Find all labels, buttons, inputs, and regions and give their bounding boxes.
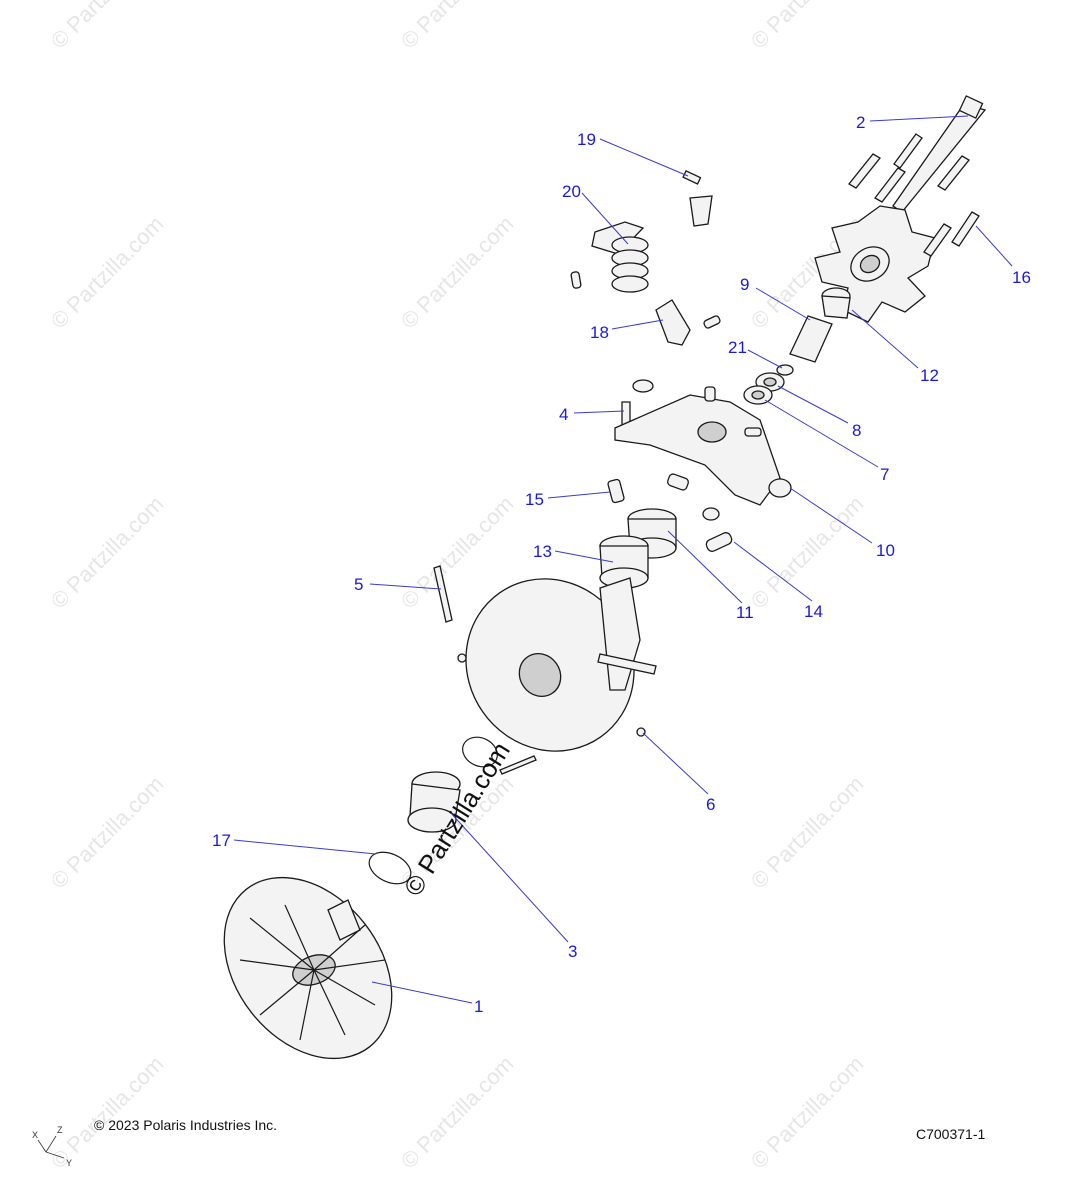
callout-3: 3 [568,942,577,961]
background-watermark: © Partzilla.com [46,491,169,614]
callout-5: 5 [354,575,363,594]
part-17-o-ring [368,851,412,885]
background-watermark: © Partzilla.com [396,0,519,54]
axis-triad: X Z Y [32,1125,72,1168]
background-watermark: © Partzilla.com [46,1051,169,1174]
callout-11: 11 [736,603,754,622]
watermark-layer: © Partzilla.com © Partzilla.com © Partzill… [46,0,869,1174]
callout-20: 20 [562,182,581,201]
part-12-bushing [821,287,851,319]
background-watermark: © Partzilla.com [46,0,169,54]
part-5-pin [433,565,453,623]
part-21-8-7-washers [743,364,794,405]
part-15-14 [607,473,733,552]
part-9-shaft [789,315,833,363]
background-watermark: © Partzilla.com [746,491,869,614]
axis-z-label: Z [57,1125,63,1135]
background-watermark: © Partzilla.com [396,211,519,334]
callout-16: 16 [1012,268,1031,287]
callout-17: 17 [212,831,231,850]
callout-18: 18 [590,323,609,342]
part-1-fixed-sheave [223,876,393,1060]
part-3-bushing [407,771,461,833]
part-6-sheave [457,577,657,752]
callout-7: 7 [880,465,889,484]
part-12-spider [814,205,936,323]
background-watermark: © Partzilla.com [46,771,169,894]
part-drawings [223,95,987,1060]
background-watermark: © Partzilla.com [46,211,169,334]
callout-14: 14 [804,602,823,621]
callout-4: 4 [559,405,568,424]
background-watermark: © Partzilla.com [746,771,869,894]
callout-21: 21 [728,338,747,357]
callout-1: 1 [474,997,483,1016]
background-watermark: © Partzilla.com [746,1051,869,1174]
callout-labels: 1 2 3 4 5 6 7 8 9 10 11 12 13 14 15 16 1… [212,113,1031,1016]
callout-12: 12 [920,366,939,385]
part-11-13-bushings [599,508,677,589]
part-10-roller [768,478,792,498]
copyright-text: © 2023 Polaris Industries Inc. [94,1117,277,1133]
part-bolts-top [848,133,970,203]
background-watermark: © Partzilla.com [746,0,869,54]
callout-9: 9 [740,275,749,294]
axis-x-label: X [32,1130,38,1140]
callout-13: 13 [533,542,552,561]
background-watermark: © Partzilla.com [396,1051,519,1174]
callout-15: 15 [525,490,544,509]
part-16-bolts [923,211,980,257]
part-o-ring-mid [462,736,537,775]
part-2-long-bolt [892,95,987,213]
diagram-code: C700371-1 [916,1126,985,1142]
axis-y-label: Y [66,1158,72,1168]
part-4-housing [614,379,781,506]
leader-lines [233,115,1013,1004]
callout-6: 6 [706,795,715,814]
part-19-20-18 [570,170,721,346]
callout-10: 10 [876,541,895,560]
callout-2: 2 [856,113,865,132]
callout-19: 19 [577,130,596,149]
callout-8: 8 [852,421,861,440]
